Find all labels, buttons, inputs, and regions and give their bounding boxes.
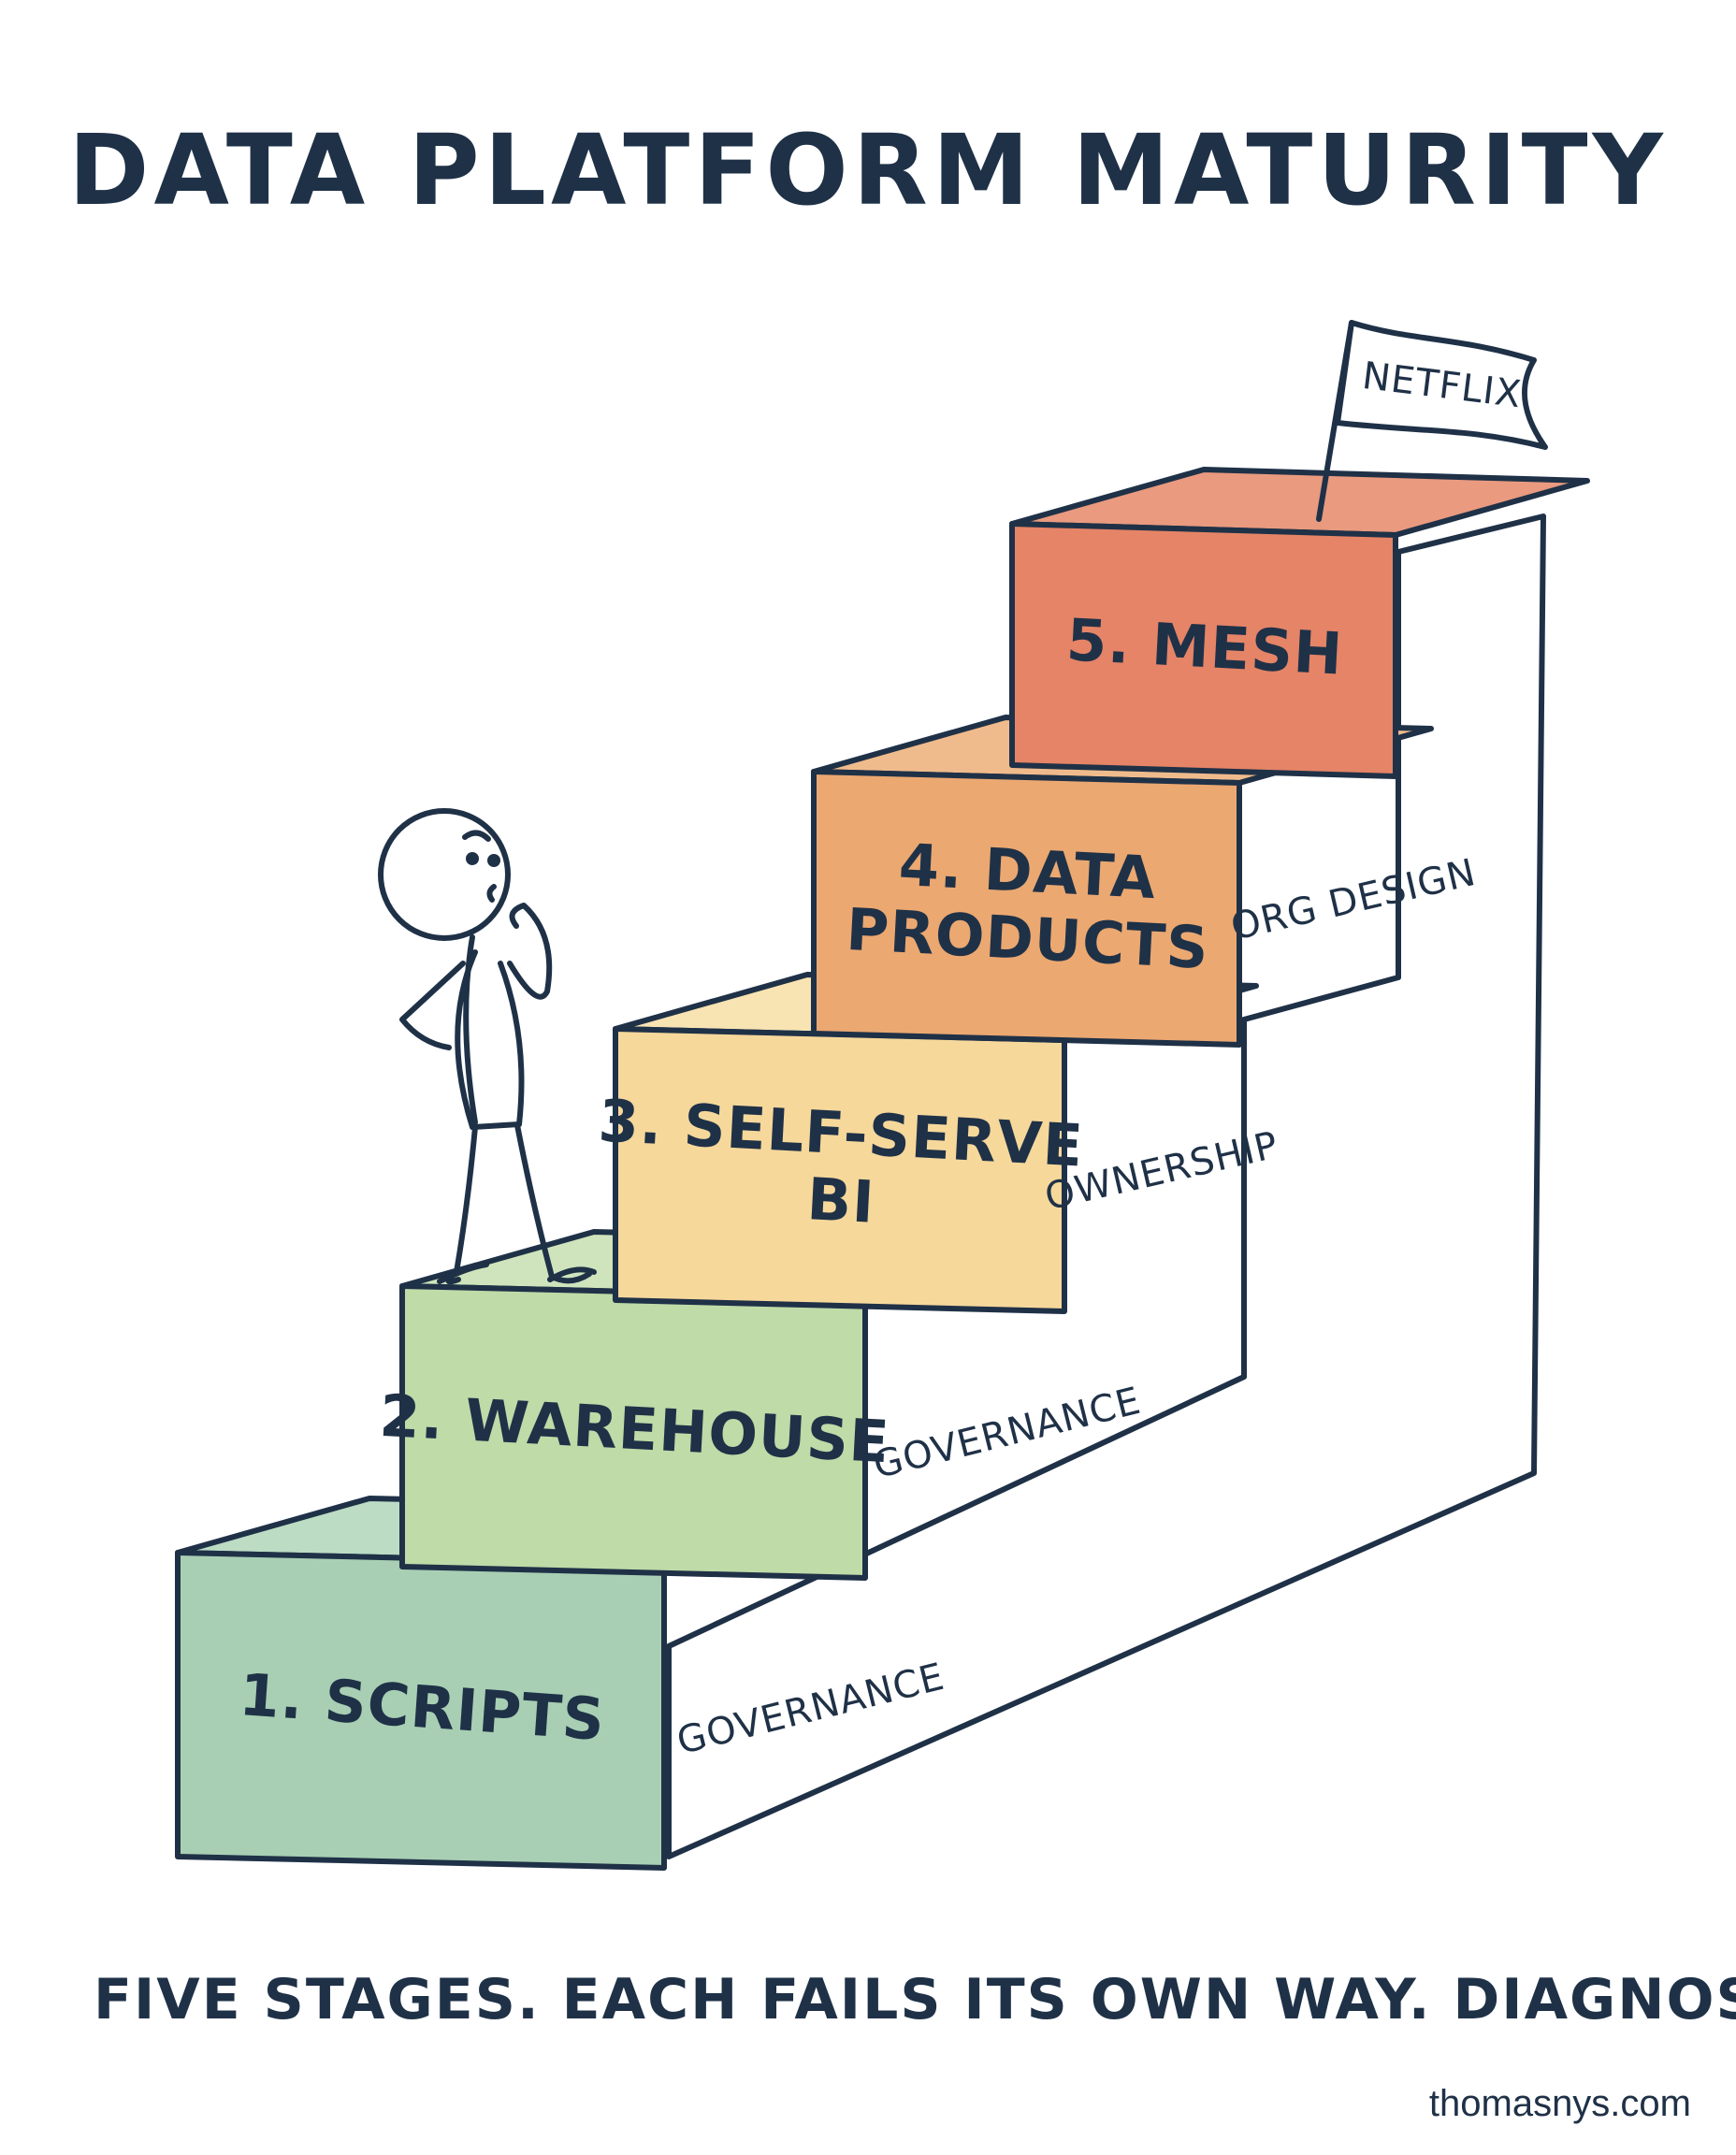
staircase-side-wall [666, 513, 1546, 1859]
figure-leg-left [445, 1124, 478, 1285]
page-title: DATA PLATFORM MATURITY [68, 113, 1668, 227]
figure-eye [487, 854, 500, 867]
flag-icon [1335, 320, 1548, 450]
figure-arm-chin [507, 903, 553, 1000]
step-4-label: 4. DATA [897, 831, 1158, 912]
step-3-label: BI [805, 1164, 876, 1237]
figure-shirt [455, 949, 525, 1130]
step-5-label: 5. MESH [1064, 605, 1344, 687]
figure-leg-right [514, 1122, 592, 1284]
thinking-stick-figure [378, 808, 597, 1285]
tagline: FIVE STAGES. EACH FAILS ITS OWN WAY. DIA… [94, 1967, 1736, 2032]
step-5: 5. MESH [1009, 467, 1590, 779]
figure-foot-right [547, 1266, 597, 1282]
figure-eyebrow [462, 830, 491, 842]
figure-arm-hip [399, 961, 466, 1050]
figure-foot-left [437, 1262, 489, 1284]
summit-flag: NETFLIX [1316, 320, 1548, 522]
figure-head [378, 808, 511, 941]
figure-mouth [486, 884, 497, 903]
site-credit: thomasnys.com [1429, 2083, 1691, 2124]
step-4-face [811, 769, 1242, 1048]
figure-body [463, 934, 478, 1125]
step-5-face [1009, 521, 1398, 779]
figure-eye [466, 852, 479, 865]
